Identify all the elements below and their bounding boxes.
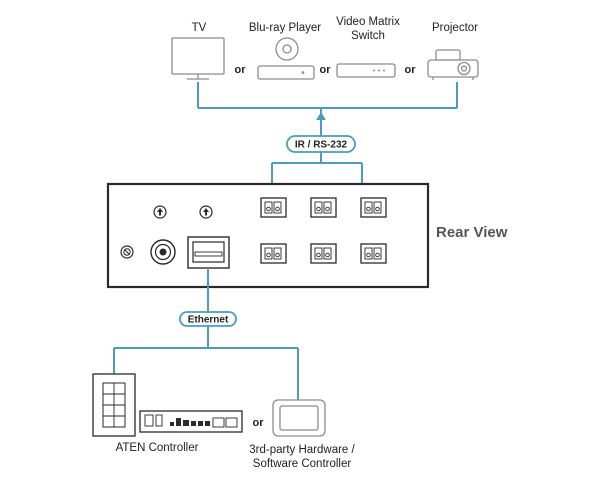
ethernet-wiring: [113, 268, 299, 400]
terminal-block-port: [260, 197, 287, 218]
up-arrow-button-icon: [153, 205, 167, 219]
projector-icon: [427, 49, 479, 80]
ir-rs232-label: IR / RS-232: [295, 140, 348, 151]
control-box-icon: [139, 410, 243, 433]
arrow-up-icon: [316, 112, 326, 120]
wall-keypad-icon: [92, 373, 136, 437]
ethernet-port-icon: [187, 236, 230, 269]
rear-view-label: Rear View: [436, 224, 508, 241]
ir-rs232-badge: IR / RS-232: [286, 135, 356, 153]
tv-label: TV: [192, 22, 207, 34]
third-party-controller-label-line2: Software Controller: [253, 458, 352, 470]
terminal-block-port: [310, 197, 337, 218]
rear-panel: [106, 182, 430, 289]
or-text: or: [320, 64, 332, 76]
touch-panel-icon: [272, 399, 326, 437]
up-arrow-button-icon: [199, 205, 213, 219]
third-party-controller-label-line1: 3rd-party Hardware /: [249, 444, 355, 456]
or-text: or: [253, 417, 265, 429]
tv-icon: [171, 37, 225, 80]
bluray-player-label: Blu-ray Player: [249, 22, 321, 34]
or-text: or: [235, 64, 247, 76]
ethernet-label: Ethernet: [188, 315, 229, 326]
bluray-player-icon: [257, 37, 315, 80]
terminal-block-port: [260, 243, 287, 264]
terminal-block-port: [360, 197, 387, 218]
video-matrix-switch-label-line2: Switch: [351, 30, 385, 42]
terminal-block-group: [260, 197, 387, 264]
or-text: or: [405, 64, 417, 76]
ethernet-badge: Ethernet: [179, 311, 237, 327]
projector-label: Projector: [432, 22, 478, 34]
terminal-block-port: [310, 243, 337, 264]
aten-controller-label: ATEN Controller: [116, 442, 199, 454]
power-jack-icon: [150, 239, 176, 265]
terminal-block-port: [360, 243, 387, 264]
video-matrix-switch-label-line1: Video Matrix: [336, 16, 400, 28]
video-matrix-switch-icon: [336, 63, 396, 78]
ground-screw-icon: [120, 245, 134, 259]
